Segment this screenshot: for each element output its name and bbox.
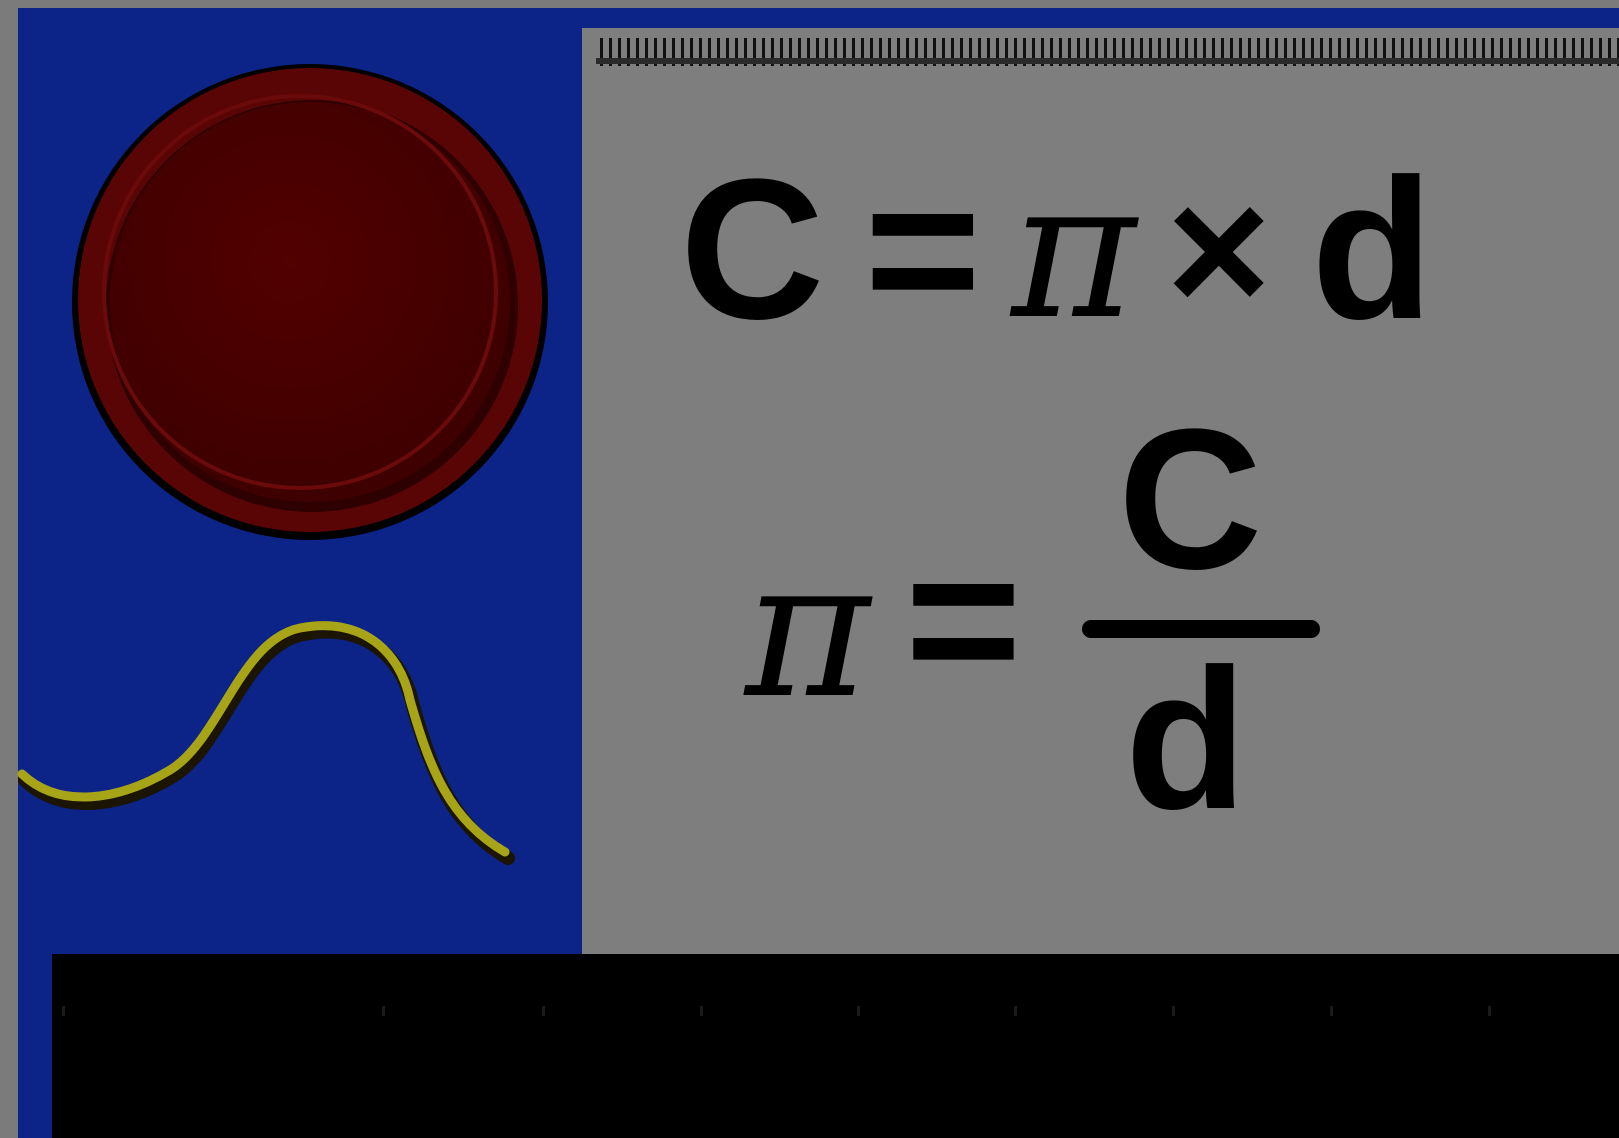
ruler-tick	[62, 1006, 65, 1016]
ruler-tick	[542, 1006, 545, 1016]
notepad-board	[582, 28, 1619, 958]
ruler-tick	[382, 1006, 385, 1016]
pi-formula-equals: =	[905, 508, 1022, 731]
ruler-tick	[857, 1006, 860, 1016]
formula-equals: =	[864, 138, 982, 361]
ruler	[52, 954, 1619, 1138]
string-curve-icon	[17, 621, 515, 865]
fraction-bar	[1082, 620, 1320, 638]
pi-formula-pi: π	[745, 519, 870, 740]
formula-pi: π	[1011, 139, 1137, 361]
ruler-tick	[700, 1006, 703, 1016]
ruler-tick	[1330, 1006, 1333, 1016]
formula-times: ×	[1166, 149, 1272, 351]
formula-d: d	[1311, 138, 1434, 361]
fraction-denominator: d	[1125, 628, 1248, 851]
fraction-numerator: C	[1118, 388, 1263, 611]
formula-c: C	[680, 138, 825, 361]
ruler-tick	[1488, 1006, 1491, 1016]
red-coin-icon	[72, 64, 548, 540]
ruler-tick	[1014, 1006, 1017, 1016]
circumference-formula: C = π × d	[680, 138, 1433, 361]
ruler-tick	[1172, 1006, 1175, 1016]
notepad-spiral-bar	[596, 58, 1619, 64]
